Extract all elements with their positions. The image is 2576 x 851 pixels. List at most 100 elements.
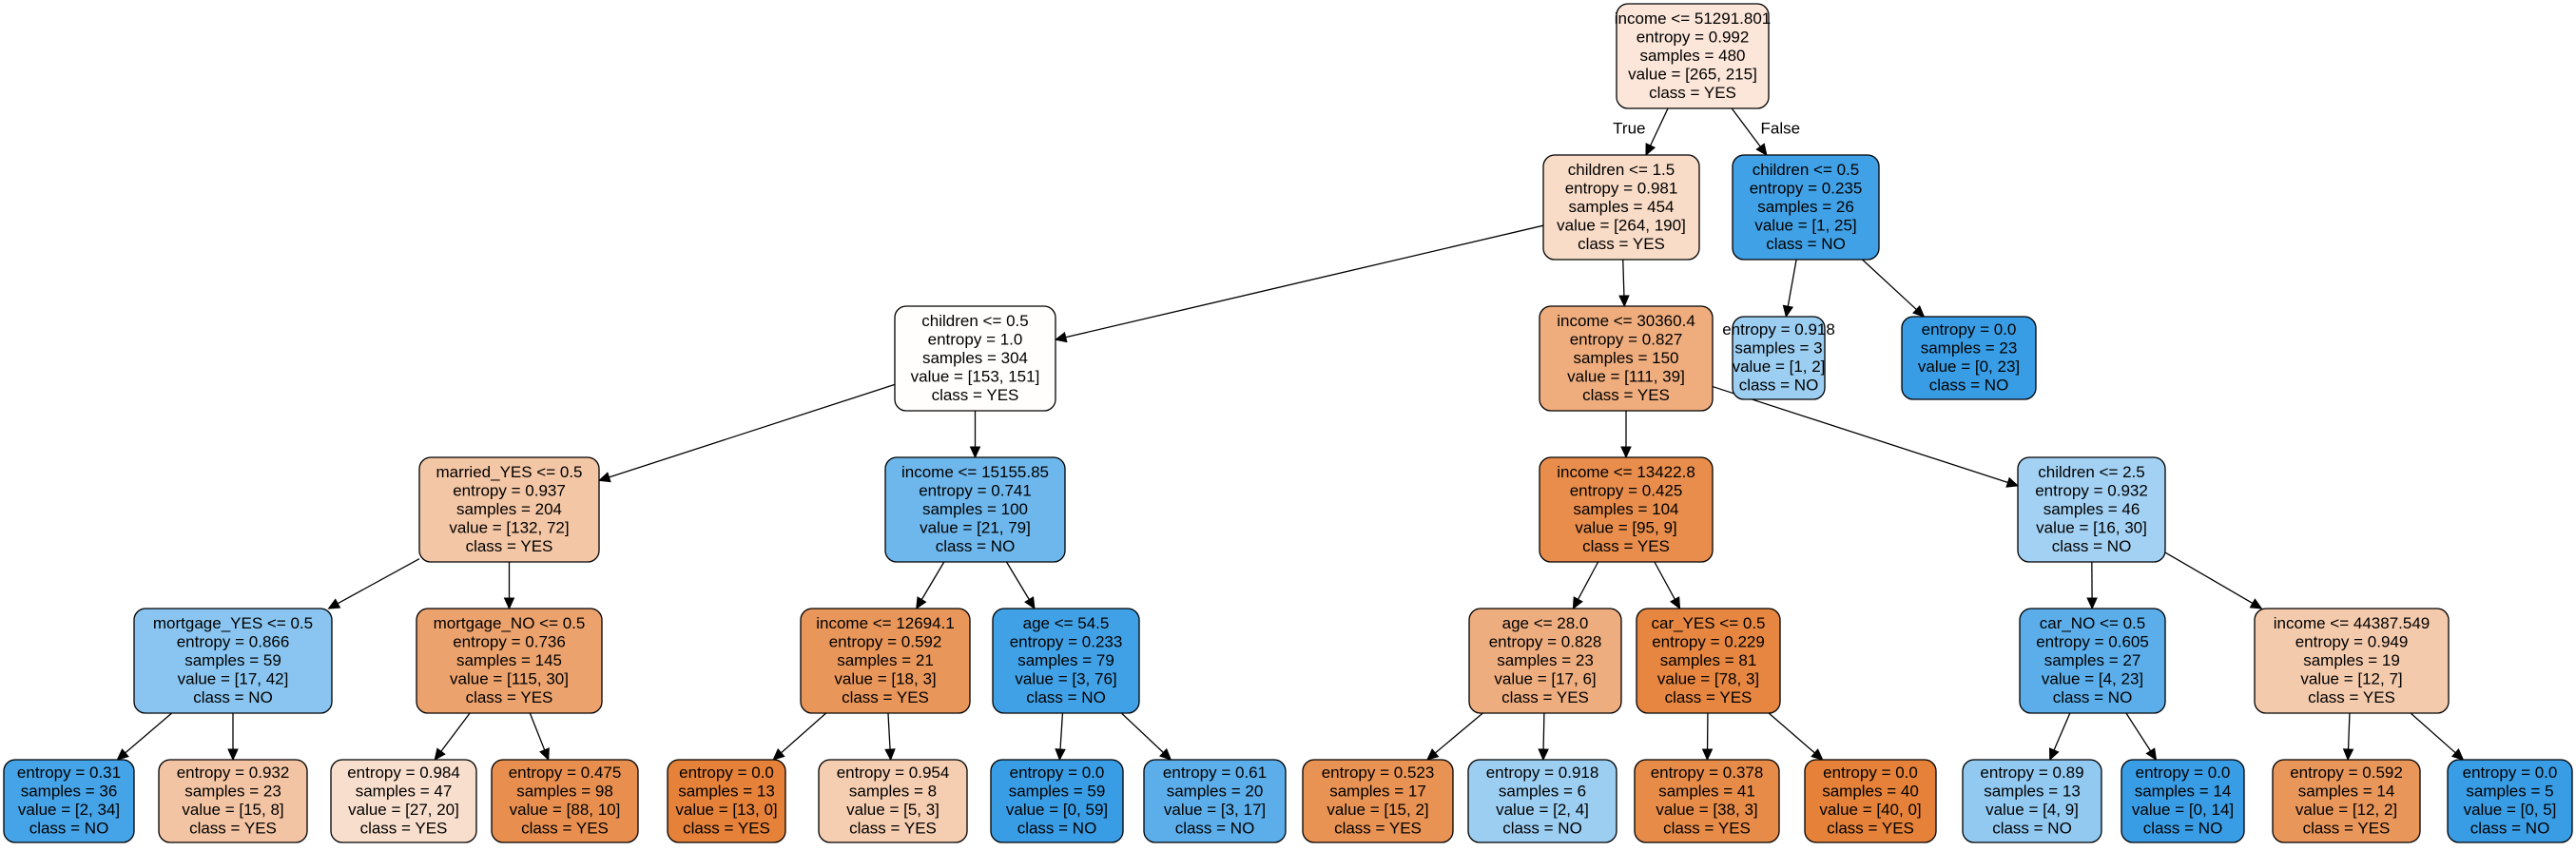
node-line: class = NO	[1739, 377, 1819, 395]
node-line: samples = 47	[356, 783, 453, 801]
edge-arrowhead	[327, 598, 341, 609]
node-line: class = NO	[936, 537, 1016, 555]
node-line: samples = 100	[922, 500, 1028, 518]
tree-edge	[116, 712, 173, 761]
node-line: value = [78, 3]	[1657, 669, 1759, 687]
node-line: entropy = 1.0	[928, 330, 1023, 348]
node-line: mortgage_NO <= 0.5	[434, 614, 586, 632]
node-line: car_NO <= 0.5	[2040, 614, 2146, 632]
node-line: entropy = 0.918	[1722, 320, 1835, 338]
node-line: entropy = 0.992	[1637, 28, 1750, 46]
node-line: value = [13, 0]	[675, 801, 777, 819]
node-line: entropy = 0.954	[837, 764, 950, 782]
node-line: class = YES	[466, 688, 553, 706]
node-line: value = [264, 190]	[1557, 216, 1686, 234]
node-line: value = [18, 3]	[834, 669, 936, 687]
edge-arrowhead	[1024, 596, 1036, 610]
edge-arrowhead	[1755, 143, 1768, 156]
node-line: class = YES	[849, 820, 937, 838]
node-line: car_YES <= 0.5	[1651, 614, 1765, 632]
node-line: value = [2, 34]	[18, 801, 120, 819]
edge-arrowhead	[597, 472, 611, 483]
edge-arrowhead	[539, 747, 550, 762]
node-line: class = YES	[2303, 820, 2391, 838]
node-line: samples = 79	[1017, 651, 1114, 669]
tree-edge	[2048, 712, 2071, 762]
edge-line	[1648, 107, 1669, 149]
node-line: samples = 41	[1658, 783, 1755, 801]
edge-line	[887, 712, 891, 753]
edge-arrowhead	[503, 597, 515, 610]
edge-line	[1576, 561, 1599, 603]
node-line: value = [17, 6]	[1494, 669, 1596, 687]
node-box	[2254, 608, 2450, 714]
tree-edge	[1618, 259, 1630, 308]
node-box	[418, 456, 600, 563]
node-line: samples = 23	[184, 783, 281, 801]
node-line: entropy = 0.378	[1651, 764, 1764, 782]
node-line: entropy = 0.475	[509, 764, 622, 782]
node-line: value = [115, 30]	[450, 669, 569, 687]
node-line: samples = 98	[516, 783, 613, 801]
node-line: class = YES	[932, 386, 1019, 404]
node-box	[1634, 759, 1780, 843]
tree-edge	[2410, 712, 2465, 761]
node-line: value = [15, 2]	[1327, 801, 1428, 819]
node-line: class = NO	[2470, 820, 2550, 838]
node-line: entropy = 0.0	[1010, 764, 1105, 782]
tree-edge	[1055, 712, 1066, 762]
node-line: class = YES	[360, 820, 448, 838]
edge-line	[438, 712, 471, 754]
edge-arrowhead	[227, 748, 239, 762]
edge-line	[1654, 561, 1677, 603]
edge-line	[920, 561, 945, 603]
node-line: entropy = 0.984	[347, 764, 460, 782]
node-line: value = [265, 215]	[1628, 65, 1757, 83]
node-line: samples = 14	[2298, 783, 2395, 801]
node-line: value = [27, 20]	[348, 801, 459, 819]
edge-line	[335, 558, 420, 606]
node-line: children <= 1.5	[1568, 161, 1675, 179]
edge-arrowhead	[1572, 596, 1583, 610]
node-line: entropy = 0.827	[1570, 330, 1683, 348]
node-line: samples = 13	[1984, 783, 2081, 801]
node-line: entropy = 0.523	[1322, 764, 1435, 782]
node-box	[1732, 316, 1826, 400]
node-line: samples = 20	[1167, 783, 1264, 801]
node-line: samples = 23	[1497, 651, 1594, 669]
node-line: class = NO	[1502, 820, 1582, 838]
edge-arrowhead	[1645, 143, 1656, 157]
node-line: samples = 145	[456, 651, 562, 669]
node-line: samples = 27	[2044, 651, 2141, 669]
edge-line	[1787, 259, 1797, 310]
edge-line	[606, 383, 896, 479]
node-line: value = [12, 2]	[2295, 801, 2397, 819]
node-line: entropy = 0.932	[2035, 481, 2148, 499]
node-line: samples = 8	[849, 783, 937, 801]
node-line: income <= 12694.1	[816, 614, 955, 632]
node-box	[330, 759, 477, 843]
node-line: samples = 14	[2135, 783, 2232, 801]
node-line: samples = 36	[21, 783, 118, 801]
tree-edge	[597, 383, 896, 483]
edge-arrowhead	[2145, 747, 2158, 762]
node-line: entropy = 0.736	[453, 632, 566, 650]
edge-arrowhead	[1912, 304, 1926, 318]
node-line: class = YES	[189, 820, 277, 838]
node-line: value = [0, 23]	[1918, 358, 2020, 376]
node-line: class = NO	[1929, 377, 2009, 395]
tree-edge	[503, 562, 515, 610]
node-line: value = [4, 9]	[1985, 801, 2079, 819]
